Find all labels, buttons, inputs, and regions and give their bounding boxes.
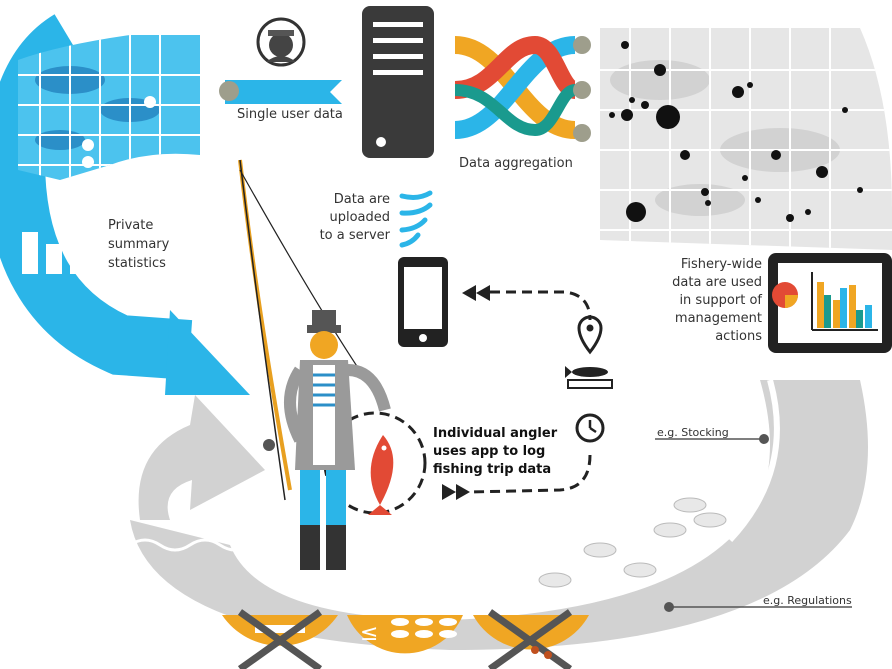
water-surface <box>129 538 671 552</box>
bar-chart-icon <box>22 214 86 274</box>
fish-icon <box>653 522 687 538</box>
size-limit-icon <box>222 609 338 669</box>
fish-ruler-icon <box>565 366 613 389</box>
fishery-wide-line-2: data are used <box>672 275 762 290</box>
map-dots-icon <box>600 28 892 250</box>
individual-angler-line-1: Individual angler <box>433 426 558 441</box>
server-icon <box>362 6 434 158</box>
fish-school <box>538 497 727 588</box>
location-pin-icon <box>577 315 603 355</box>
fish-icon <box>623 562 657 578</box>
data-aggregation-label: Data aggregation <box>459 156 573 171</box>
user-avatar-icon <box>256 17 306 67</box>
clock-icon <box>575 413 605 443</box>
private-stats-line-2: summary <box>108 237 170 252</box>
regulations-annotation <box>664 602 852 612</box>
gear-restriction-icon <box>473 609 589 669</box>
fish-icon <box>673 497 707 513</box>
stocking-label: e.g. Stocking <box>657 426 729 439</box>
individual-angler-line-3: fishing trip data <box>433 462 551 477</box>
individual-angler-line-2: uses app to log <box>433 444 545 459</box>
uploaded-line-2: uploaded <box>329 210 390 225</box>
fishery-wide-line-3: in support of <box>679 293 762 308</box>
fish-icon <box>693 512 727 528</box>
single-user-data-label: Single user data <box>237 107 343 122</box>
phone-icon <box>398 257 448 347</box>
data-logging-dashed-loop <box>442 285 592 500</box>
pie-chart-icon <box>772 282 798 308</box>
fish-icon <box>583 542 617 558</box>
fishery-wide-line-1: Fishery-wide <box>681 257 762 272</box>
private-stats-line-3: statistics <box>108 256 166 271</box>
bag-limit-icon: ≤ <box>347 615 463 654</box>
wifi-signal-icon <box>399 190 433 248</box>
stocking-annotation <box>655 434 769 444</box>
uploaded-line-3: to a server <box>320 228 391 243</box>
fish-icon <box>368 435 394 515</box>
grey-arrow-inner-line <box>727 379 780 543</box>
single-user-data-band <box>219 80 342 104</box>
fishery-wide-line-5: actions <box>715 329 762 344</box>
angler-figure <box>284 310 391 570</box>
braided-data-icon <box>454 35 591 142</box>
private-stats-line-1: Private <box>108 218 153 233</box>
regulations-label: e.g. Regulations <box>763 594 852 607</box>
catch-highlight-circle <box>323 411 427 515</box>
blue-map-tile <box>18 35 200 180</box>
fishery-wide-line-4: management <box>675 311 762 326</box>
fish-icon <box>538 572 572 588</box>
grey-loop-arrow <box>130 380 868 650</box>
monitor-bar-chart-icon <box>811 272 878 331</box>
svg-text:≤: ≤ <box>360 621 378 646</box>
uploaded-line-1: Data are <box>334 192 390 207</box>
